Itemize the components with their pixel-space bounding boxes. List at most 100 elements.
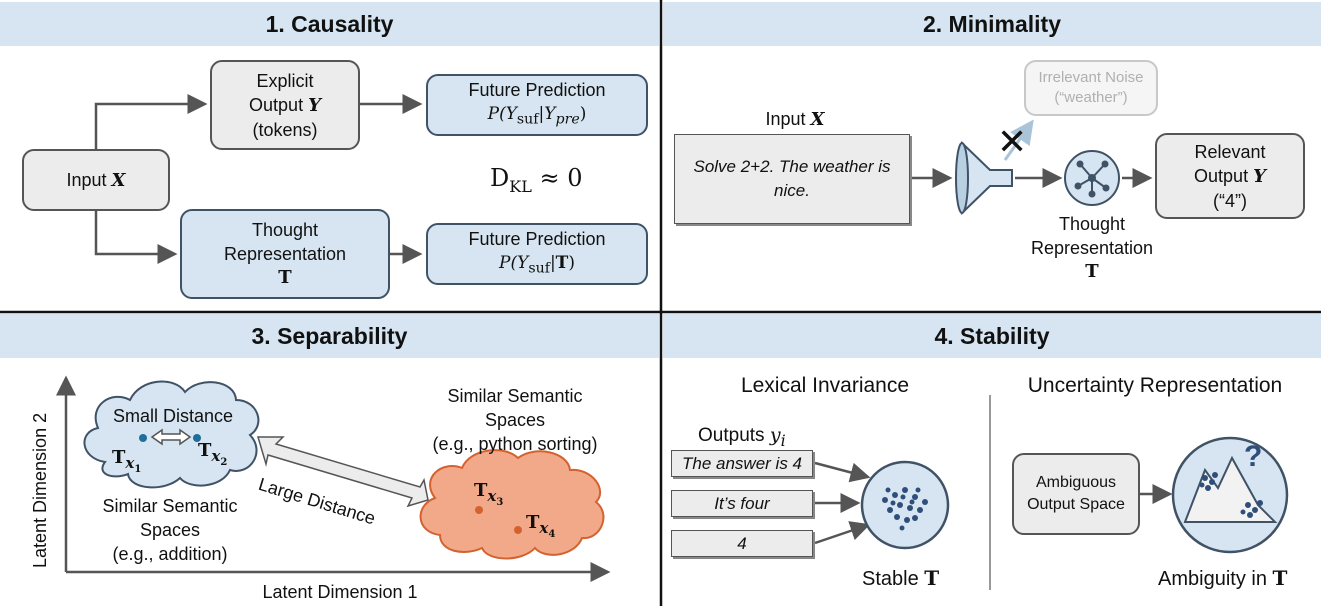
output-note-1: The answer is 4 bbox=[671, 450, 813, 477]
ambiguous-output-box: Ambiguous Output Space bbox=[1012, 453, 1140, 535]
min-input-label: Input bbox=[765, 109, 806, 129]
ambiguity-var: T bbox=[1272, 566, 1288, 590]
future2-sub: suf bbox=[528, 260, 550, 277]
x-axis-label: Latent Dimension 1 bbox=[262, 582, 418, 602]
right-semantic-cloud bbox=[419, 449, 605, 560]
irrelevant-noise-box: Irrelevant Noise (“weather”) bbox=[1024, 60, 1158, 116]
output-note-2: It’s four bbox=[671, 490, 813, 517]
future1-cond-var: Y bbox=[544, 104, 556, 125]
explicit-line2: Output bbox=[249, 94, 304, 115]
block-mark: ✕ bbox=[997, 121, 1028, 162]
right-line3: (e.g., python sorting) bbox=[432, 434, 598, 454]
network-icon bbox=[1064, 150, 1120, 206]
relevant-line2: Output bbox=[1194, 165, 1249, 186]
explicit-output-box: Explicit Output Y (tokens) bbox=[210, 60, 360, 150]
funnel-icon bbox=[955, 141, 1013, 215]
tx1-label: Tx1 bbox=[112, 447, 141, 475]
lexical-connectors bbox=[814, 461, 1173, 545]
tx2-label: Tx2 bbox=[198, 440, 227, 468]
kl-label: D bbox=[490, 164, 510, 192]
kl-divergence-label: DKL ≈ 0 bbox=[490, 164, 582, 196]
left-line3: (e.g., addition) bbox=[112, 544, 228, 564]
tx2-x: x bbox=[211, 446, 221, 465]
small-distance-label: Small Distance bbox=[112, 406, 234, 426]
kl-rel: ≈ 0 bbox=[539, 164, 583, 192]
future2-cond-var: T bbox=[555, 253, 569, 274]
future2-close: ) bbox=[568, 253, 575, 274]
tx1-idx: 1 bbox=[134, 463, 142, 475]
relevant-var: Y bbox=[1253, 165, 1266, 187]
future-prediction-bottom-box: Future Prediction P(Ysuf|T) bbox=[426, 223, 648, 285]
question-mark: ? bbox=[1244, 440, 1263, 473]
panel-title-separability: 3. Separability bbox=[0, 314, 659, 358]
stable-text: Stable bbox=[862, 568, 919, 590]
input-x-box: Input X bbox=[22, 149, 170, 211]
stable-cluster-icon bbox=[860, 460, 950, 550]
left-line1: Similar Semantic bbox=[102, 496, 238, 516]
minimality-input-label: Input X bbox=[740, 107, 850, 132]
tx3-idx: 3 bbox=[496, 496, 504, 508]
kl-sub: KL bbox=[509, 176, 532, 196]
future1-cond-sub: pre bbox=[555, 111, 580, 128]
input-label: Input bbox=[66, 169, 107, 190]
input-text: Solve 2+2. The weather is nice. bbox=[693, 157, 891, 200]
outputs-sub: i bbox=[780, 430, 786, 450]
relevant-line3: (“4”) bbox=[1213, 190, 1247, 211]
large-distance-arrow bbox=[256, 436, 429, 508]
output-note-3: 4 bbox=[671, 530, 813, 557]
thought-representation-box: Thought Representation T bbox=[180, 209, 390, 299]
outputs-text: Outputs bbox=[698, 425, 765, 446]
min-thought-line2: Representation bbox=[1030, 238, 1154, 258]
small-distance-arrow bbox=[139, 428, 201, 446]
thought-line1: Thought bbox=[251, 220, 319, 240]
future2-formula-head: P(Y bbox=[499, 253, 529, 274]
explicit-line1: Explicit bbox=[256, 70, 314, 91]
future-prediction-top-box: Future Prediction P(Ysuf|Ypre) bbox=[426, 74, 648, 136]
right-line2: Spaces bbox=[484, 410, 546, 430]
future2-cond: | bbox=[549, 253, 556, 274]
min-thought-line1: Thought bbox=[1058, 214, 1126, 234]
tx4-label: Tx4 bbox=[526, 512, 555, 540]
future1-sub: suf bbox=[516, 111, 539, 128]
right-line1: Similar Semantic bbox=[447, 386, 583, 406]
lexical-invariance-title: Lexical Invariance bbox=[740, 374, 910, 397]
future1-formula: P(Ysuf|Ypre) bbox=[488, 102, 587, 131]
input-text-note: Solve 2+2. The weather is nice. bbox=[674, 134, 910, 224]
min-input-var: X bbox=[810, 109, 825, 130]
outputs-var: y bbox=[769, 424, 781, 446]
tx2-T: T bbox=[198, 440, 212, 461]
stable-var: T bbox=[924, 566, 940, 590]
tx3-T: T bbox=[474, 480, 488, 501]
explicit-var: Y bbox=[308, 94, 321, 116]
tx2-idx: 2 bbox=[220, 456, 228, 468]
ambiguous-line1: Ambiguous bbox=[1035, 474, 1117, 491]
tx3-label: Tx3 bbox=[474, 480, 503, 508]
future1-formula-head: P(Y bbox=[487, 104, 517, 125]
tx3-x: x bbox=[487, 486, 497, 505]
stable-t-label: Stable T bbox=[862, 566, 939, 591]
noise-arrow bbox=[1003, 119, 1034, 161]
tx4-idx: 4 bbox=[548, 528, 556, 540]
future1-cond: | bbox=[538, 104, 545, 125]
future2-formula: P(Ysuf|T) bbox=[499, 251, 575, 280]
thought-line2: Representation bbox=[223, 244, 347, 264]
causality-connectors bbox=[94, 94, 423, 264]
tx4-T: T bbox=[526, 512, 540, 533]
ambiguity-icon bbox=[1171, 436, 1289, 554]
ambiguous-line2: Output Space bbox=[1027, 496, 1125, 513]
tx4-point bbox=[514, 526, 522, 534]
relevant-output-box: Relevant Output Y (“4”) bbox=[1155, 133, 1305, 219]
right-semantic-caption: Similar Semantic Spaces (e.g., python so… bbox=[405, 384, 625, 456]
panel-title-stability: 4. Stability bbox=[663, 314, 1321, 358]
latent-axes bbox=[56, 375, 611, 582]
thought-var: T bbox=[278, 267, 292, 288]
left-semantic-caption: Similar Semantic Spaces (e.g., addition) bbox=[80, 494, 260, 566]
ambiguity-text: Ambiguity in bbox=[1158, 568, 1267, 590]
input-var: X bbox=[111, 169, 126, 191]
minimality-thought-label: Thought Representation T bbox=[1012, 212, 1172, 284]
left-line2: Spaces bbox=[139, 520, 201, 540]
relevant-line1: Relevant bbox=[1194, 141, 1266, 162]
tx4-x: x bbox=[539, 518, 549, 537]
tx3-point bbox=[475, 506, 483, 514]
